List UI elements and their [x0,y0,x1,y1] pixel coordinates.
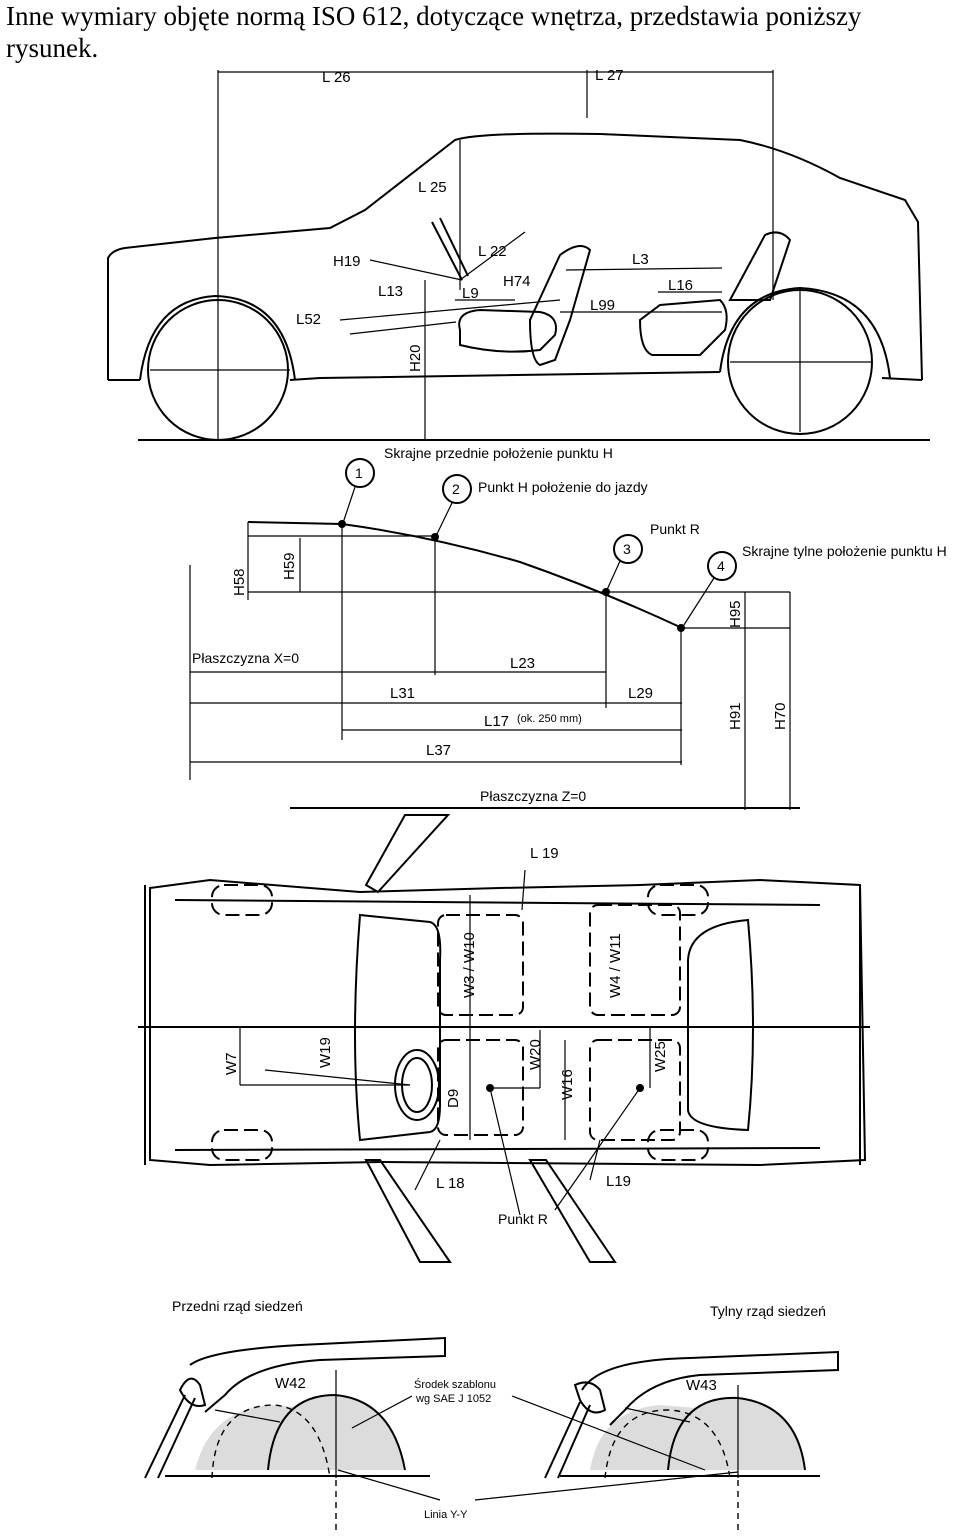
label-l25: L 25 [418,179,447,196]
h-point-diagram: Skrajne przednie położenie punktu H Punk… [189,445,947,810]
marker-2: 2 [452,481,460,497]
dim-l23: L23 [510,655,535,672]
title-rear-h-point: Skrajne tylne położenie punktu H [742,543,947,559]
label-l9: L9 [462,285,479,302]
l17-note: (ok. 250 mm) [517,713,582,725]
label-w19: W19 [317,1037,334,1068]
label-d9: D9 [445,1089,462,1108]
template-center-line2: wg SAE J 1052 [415,1393,491,1405]
front-row-title: Przedni rząd siedzeń [172,1298,303,1314]
label-w43: W43 [686,1377,717,1394]
label-l3: L3 [632,251,649,268]
label-w42: W42 [275,1375,306,1392]
label-l18: L 18 [436,1175,465,1192]
label-l19-bottom: L19 [606,1173,631,1190]
label-w3-w10: W3 / W10 [461,932,478,998]
dim-l37: L37 [426,742,451,759]
dim-h91: H91 [727,702,744,730]
dim-h95: H95 [727,600,744,628]
label-w16: W16 [559,1069,576,1100]
line-yy-label: Linia Y-Y [424,1509,468,1521]
plane-z-label: Płaszczyzna Z=0 [480,788,586,804]
label-w20: W20 [527,1039,544,1070]
seat-rows-drawing: Przedni rząd siedzeń Tylny rząd siedzeń … [144,1298,839,1532]
side-view-drawing: L 26 L 27 L 25 H19 L 22 H74 L13 L9 L3 L1… [107,67,930,441]
label-h74: H74 [503,273,531,290]
title-front-h-point: Skrajne przednie położenie punktu H [384,445,613,461]
top-view-drawing: L 19 W3 / W10 W4 / W11 W7 W19 D9 W20 W16… [138,814,870,1263]
label-w7: W7 [223,1053,240,1076]
dim-h58: H58 [231,568,248,596]
title-r-point: Punkt R [650,521,700,537]
label-punkt-r: Punkt R [498,1211,548,1227]
label-l16: L16 [668,277,693,294]
label-w4-w11: W4 / W11 [607,933,624,998]
label-l99: L99 [590,297,615,314]
dim-l29: L29 [628,685,653,702]
dim-l31: L31 [390,685,415,702]
dim-h59: H59 [281,552,298,580]
label-l13: L13 [378,283,403,300]
label-h20: H20 [407,344,424,372]
label-l27: L 27 [595,67,624,84]
template-center-line1: Środek szablonu [414,1378,496,1391]
dim-l17: L17 [484,713,509,730]
dim-h70: H70 [772,702,789,730]
label-w25: W25 [652,1041,669,1072]
label-h19: H19 [333,253,361,270]
title-drive-h-point: Punkt H położenie do jazdy [478,479,648,495]
label-l19-top: L 19 [530,845,559,862]
marker-3: 3 [623,541,631,557]
marker-1: 1 [355,465,363,481]
label-l52: L52 [296,311,321,328]
marker-4: 4 [717,558,725,574]
caption-text: Inne wymiary objęte normą ISO 612, dotyc… [6,1,862,63]
plane-x-label: Płaszczyzna X=0 [192,650,299,666]
rear-row-title: Tylny rząd siedzeń [710,1303,826,1319]
label-l22: L 22 [478,243,507,260]
label-l26: L 26 [322,69,351,86]
